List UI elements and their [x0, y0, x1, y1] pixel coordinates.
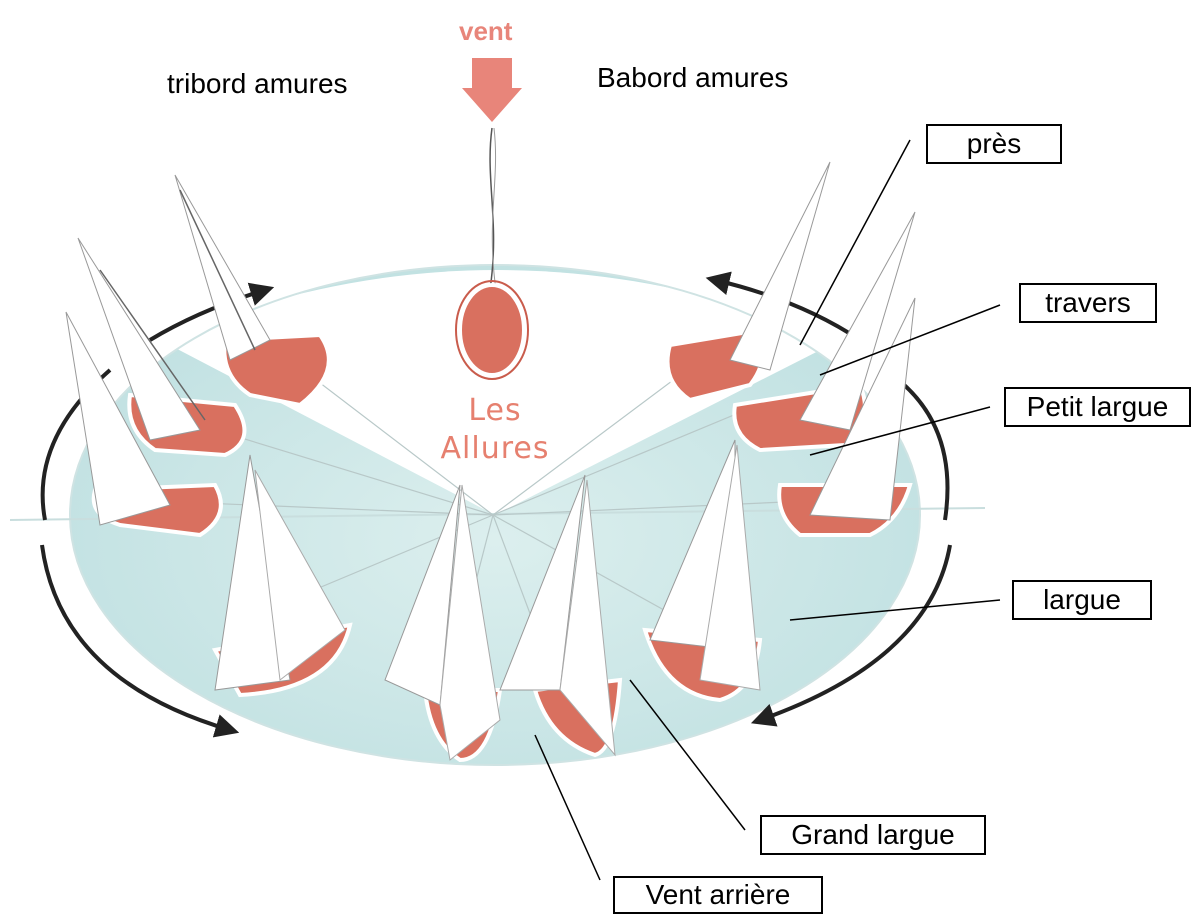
port-tack-label: Babord amures: [597, 64, 788, 92]
label-petit-largue: Petit largue: [1004, 387, 1191, 427]
wind-arrow-icon: [462, 58, 522, 122]
label-vent-arriere: Vent arrière: [613, 876, 823, 914]
wind-label: vent: [459, 16, 512, 47]
center-title: Les Allures: [430, 392, 560, 467]
center-title-line1: Les: [430, 392, 560, 430]
boat-in-irons: [456, 128, 528, 379]
label-largue: largue: [1012, 580, 1152, 620]
label-pres: près: [926, 124, 1062, 164]
starboard-tack-label: tribord amures: [167, 70, 348, 98]
center-title-line2: Allures: [430, 430, 560, 468]
label-travers: travers: [1019, 283, 1157, 323]
label-grand-largue: Grand largue: [760, 815, 986, 855]
